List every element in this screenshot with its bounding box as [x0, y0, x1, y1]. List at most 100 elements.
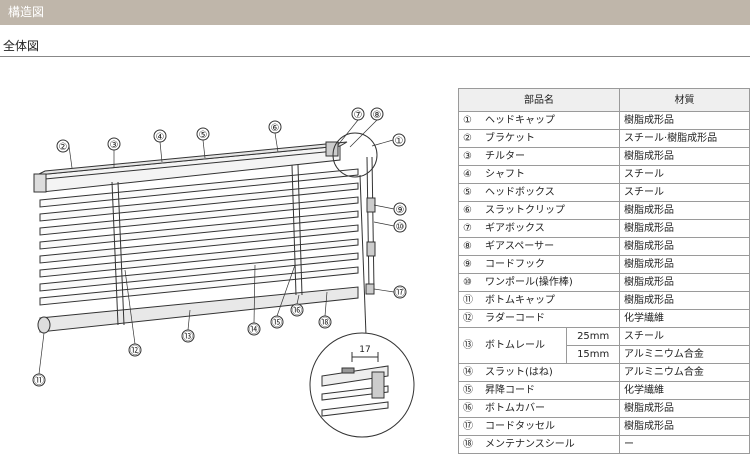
column-header-part: 部品名: [458, 88, 620, 112]
part-name: ギアボックス: [485, 223, 545, 234]
cord-tassel: [365, 283, 375, 295]
part-material: スチール: [618, 327, 750, 346]
part-name: スラット(はね): [485, 367, 553, 378]
part-number: ⑮: [463, 385, 473, 396]
part-material: アルミニウム合金: [618, 345, 750, 364]
part-name: ラダーコード: [485, 313, 545, 324]
part-name: 昇降コード: [485, 385, 535, 396]
part-material: スチール: [618, 183, 750, 202]
rail-size: 15mm: [566, 345, 620, 364]
callout-6: ⑥: [271, 123, 280, 134]
part-name: ボトムキャップ: [485, 295, 555, 306]
part-number: ⑥: [463, 205, 472, 216]
table-row: ⑫ ラダーコード 化学繊維: [458, 309, 750, 328]
callout-2: ②: [59, 142, 68, 153]
part-material: 樹脂成形品: [618, 201, 750, 220]
bottom-cap: [37, 316, 51, 334]
part-material: アルミニウム合金: [618, 363, 750, 382]
part-number: ⑱: [463, 439, 473, 450]
callout-3: ③: [110, 140, 119, 151]
callout-16: ⑯: [292, 305, 302, 317]
part-number: ⑤: [463, 187, 472, 198]
part-number: ⑫: [463, 313, 473, 324]
part-number: ②: [463, 133, 472, 144]
table-row-bottom-rail: ⑬ ボトムレール 25mm スチール: [457, 327, 750, 364]
table-row: ⑭ スラット(はね) アルミニウム合金: [458, 363, 750, 382]
part-name: チルター: [485, 151, 525, 162]
rail-size: 25mm: [566, 327, 620, 346]
part-material: 樹脂成形品: [618, 417, 750, 436]
part-number: ③: [463, 151, 472, 162]
page-title: 構造図: [8, 5, 45, 19]
dimension-label: 17: [359, 345, 370, 355]
part-material: 樹脂成形品: [618, 255, 750, 274]
part-name: ボトムカバー: [485, 403, 545, 414]
callout-14: ⑭: [249, 324, 259, 336]
part-number: ⑯: [463, 403, 473, 414]
blind-structure-diagram: ② ③ ④ ⑤ ⑥ ⑦ ⑧ ① ⑨ ⑩ ⑰ ⑪ ⑫ ⑬ ⑭ ⑮ ⑯ ⑱ 17: [32, 107, 415, 438]
part-number: ⑪: [463, 295, 473, 306]
part-name: ワンポール(操作棒): [485, 277, 573, 288]
part-number: ⑩: [463, 277, 472, 288]
part-name: ヘッドボックス: [485, 187, 555, 198]
part-name: メンテナンスシール: [485, 439, 575, 450]
table-row: ⑤ ヘッドボックス スチール: [458, 183, 750, 202]
callout-17: ⑰: [395, 287, 405, 299]
part-number: ⑬: [463, 340, 473, 351]
callout-12: ⑫: [130, 345, 140, 357]
wand: [366, 156, 370, 291]
header-bar: 構造図: [0, 0, 750, 25]
part-name: コードタッセル: [485, 421, 555, 432]
part-number: ①: [463, 115, 472, 126]
table-row: ④ シャフト スチール: [458, 165, 750, 184]
slats: [39, 168, 359, 306]
part-material: 樹脂成形品: [618, 147, 750, 166]
part-number: ⑦: [463, 223, 472, 234]
part-material: スチール: [618, 165, 750, 184]
table-row: ⑥ スラットクリップ 樹脂成形品: [458, 201, 750, 220]
part-material: 樹脂成形品: [618, 273, 750, 292]
table-row: ⑰ コードタッセル 樹脂成形品: [458, 417, 750, 436]
part-name: ヘッドキャップ: [485, 115, 555, 126]
table-header-row: 部品名 材質: [458, 88, 750, 112]
part-material: 化学繊維: [618, 309, 750, 328]
callout-7: ⑦: [354, 110, 363, 121]
callout-11: ⑪: [34, 375, 44, 387]
callout-9: ⑨: [396, 205, 405, 216]
table-row: ③ チルター 樹脂成形品: [458, 147, 750, 166]
zoom-circle-top: [332, 132, 378, 178]
column-header-material: 材質: [618, 88, 750, 112]
part-number: ⑧: [463, 241, 472, 252]
part-number: ④: [463, 169, 472, 180]
part-name: シャフト: [485, 169, 525, 180]
part-material: スチール·樹脂成形品: [618, 129, 750, 148]
table-row: ⑮ 昇降コード 化学繊維: [458, 381, 750, 400]
section-subtitle: 全体図: [3, 39, 40, 53]
part-material: 樹脂成形品: [618, 237, 750, 256]
callout-5: ⑤: [199, 130, 208, 141]
part-material: 樹脂成形品: [618, 111, 750, 130]
part-number: ⑰: [463, 421, 473, 432]
callout-13: ⑬: [183, 331, 193, 343]
part-material: 化学繊維: [618, 381, 750, 400]
part-name: スラットクリップ: [485, 205, 565, 216]
table-row: ⑩ ワンポール(操作棒) 樹脂成形品: [458, 273, 750, 292]
part-name: ボトムレール: [485, 340, 545, 351]
table-row: ② ブラケット スチール·樹脂成形品: [458, 129, 750, 148]
callout-15: ⑮: [272, 317, 282, 329]
part-number: ⑨: [463, 259, 472, 270]
table-row: ① ヘッドキャップ 樹脂成形品: [458, 111, 750, 130]
part-name: コードフック: [485, 259, 545, 270]
callout-10: ⑩: [396, 222, 405, 233]
part-name: ブラケット: [485, 133, 535, 144]
divider: [0, 56, 750, 57]
callout-1: ①: [395, 136, 404, 147]
ladder-cord: [111, 181, 119, 326]
part-number: ⑭: [463, 367, 473, 378]
